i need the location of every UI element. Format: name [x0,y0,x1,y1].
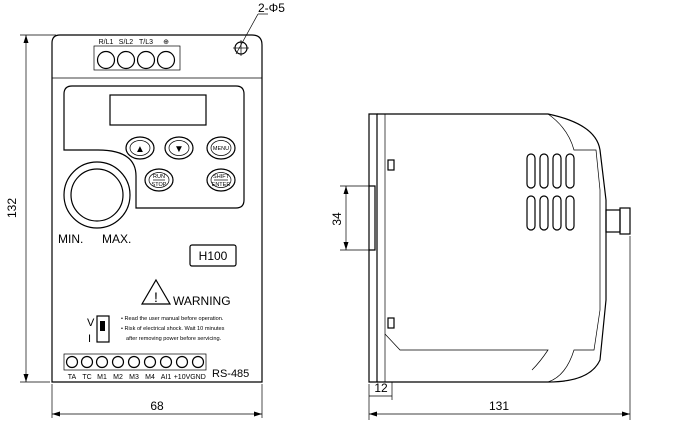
height-dimension: 132 [5,34,56,383]
warning-icon: ! [140,278,172,305]
enter-key-label: ENTER [212,182,231,188]
dim-rail-label: 34 [330,212,344,226]
terminal-label-10v: +10V [174,374,191,381]
terminal-m4 [143,355,157,369]
terminal-t [136,50,156,70]
terminal-label-m2: M2 [113,374,123,381]
rail-clip [369,185,376,251]
terminal-label-m1: M1 [97,374,107,381]
warning-line-1: • Read the user manual before operation. [121,316,224,322]
menu-key[interactable]: MENU [206,136,236,160]
side-slot-upper [387,159,395,171]
terminal-ai1 [159,355,173,369]
offset-dimension: 12 [368,381,393,420]
side-slot-lower [387,317,395,329]
warning-title: WARNING [173,294,231,308]
shift-key-label: SHIFT [213,174,230,180]
terminal-r [96,50,116,70]
speed-knob[interactable] [63,161,131,229]
terminal-gnd [191,355,205,369]
front-cover-profile [547,113,601,383]
terminal-label-m4: M4 [145,374,155,381]
stop-key-label: STOP [152,182,167,188]
dim-width-label: 68 [150,399,164,413]
terminal-label-gnd: GND [190,374,206,381]
bottom-terminal-block: TA TC M1 M2 M3 M4 AI1 +10V GND [63,353,207,381]
terminal-label-tc: TC [82,374,91,381]
run-key-label: RUN [153,174,165,180]
terminal-label-ai1: AI1 [161,374,172,381]
side-body-outline [377,113,607,383]
terminal-m2 [111,355,125,369]
terminal-m3 [127,355,141,369]
knob-min-label: MIN. [58,232,83,246]
led-display [109,94,207,126]
model-label: H100 [199,249,228,263]
vent-grille [526,153,575,231]
menu-key-label: MENU [213,146,229,152]
terminal-label-ta: TA [68,374,77,381]
shift-enter-key[interactable]: SHIFT ENTER [206,168,236,192]
top-terminal-block: R/L1 S/L2 T/L3 ⊕ [93,39,181,71]
keypad-panel [63,85,245,209]
terminal-10v [175,355,189,369]
depth-dimension: 131 [369,236,631,420]
up-arrow-icon: ▲ [135,144,145,155]
dim-height-label: 132 [5,198,19,218]
terminal-label-r: R/L1 [99,39,114,46]
rs485-label: RS-485 [212,368,249,380]
side-view: 34 12 131 [330,113,631,420]
terminal-label-t: T/L3 [139,39,153,46]
dim-offset-label: 12 [374,381,388,395]
terminal-label-m3: M3 [129,374,139,381]
front-housing-outline [51,34,263,383]
rail-dimension: 34 [330,185,369,251]
mounting-hole: 2-Φ5 [233,1,285,56]
run-stop-key[interactable]: RUN STOP [144,168,174,192]
side-latch [384,333,549,371]
knob-side-profile [605,207,631,235]
knob-max-label: MAX. [102,232,131,246]
terminal-label-s: S/L2 [119,39,134,46]
front-view: R/L1 S/L2 T/L3 ⊕ 2-Φ5 ▲ ▼ [5,1,285,418]
down-arrow-icon: ▼ [174,144,184,155]
dim-depth-label: 131 [489,399,509,413]
terminal-label-ground: ⊕ [163,39,169,46]
width-dimension: 68 [51,384,263,418]
model-badge [189,244,237,267]
hole-callout: 2-Φ5 [258,1,285,15]
vi-selector-switch[interactable] [96,315,110,343]
terminal-ta [65,355,79,369]
svg-text:!: ! [154,289,158,305]
switch-label-v: V [87,317,95,329]
up-key[interactable]: ▲ [125,136,155,160]
down-key[interactable]: ▼ [164,136,194,160]
terminal-ground [156,50,176,70]
side-back-plate [368,113,378,383]
warning-line-2: • Risk of electrical shock. Wait 10 minu… [121,326,225,332]
terminal-tc [80,355,94,369]
terminal-s [116,50,136,70]
terminal-m1 [95,355,109,369]
switch-label-i: I [88,333,91,345]
warning-line-3: after removing power before servicing. [126,336,222,342]
